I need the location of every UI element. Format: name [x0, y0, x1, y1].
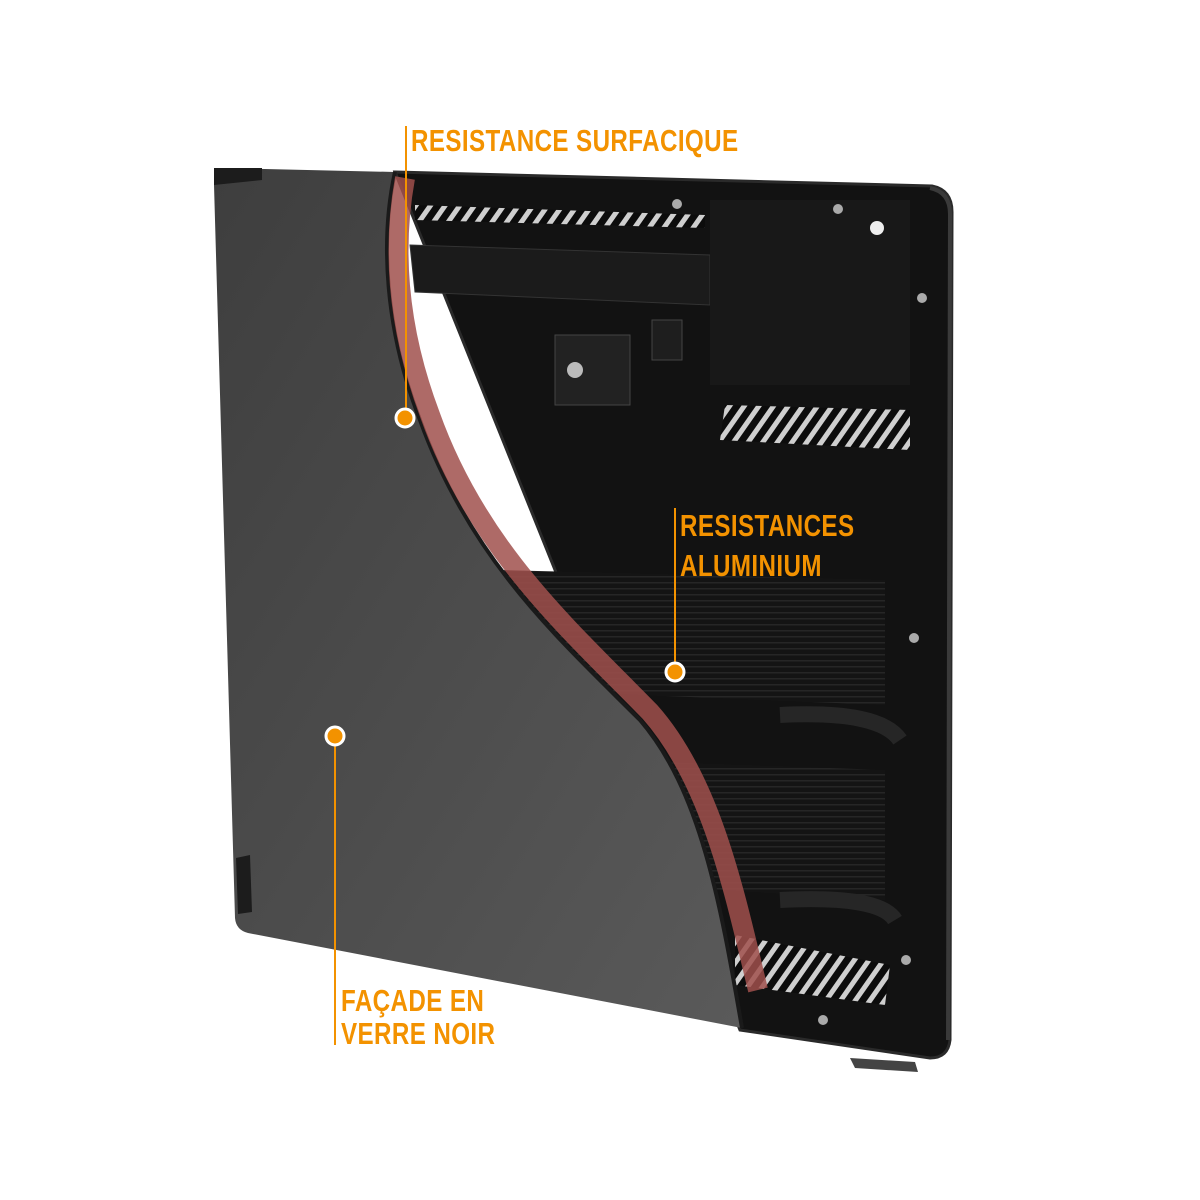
screw — [567, 362, 583, 378]
callout-glass-front: FAÇADE EN VERRE NOIR — [341, 984, 495, 1050]
marker-dot-glass — [324, 725, 346, 747]
glass-edge — [385, 171, 744, 1029]
bottom-grill — [735, 935, 890, 1005]
callout-line: FAÇADE EN — [341, 983, 485, 1018]
marker-dot-aluminium — [664, 661, 686, 683]
corner-bottom-left — [236, 855, 252, 914]
pipe-upper — [779, 706, 907, 746]
frame-right-edge — [929, 186, 953, 1041]
top-grill — [415, 205, 705, 228]
glass-front-panel — [214, 168, 742, 1028]
foot — [850, 1058, 918, 1072]
callout-aluminium-resistances: RESISTANCES ALUMINIUM — [680, 506, 854, 586]
bracket-small — [651, 319, 683, 361]
bracket — [554, 334, 631, 406]
corner-top-left — [214, 168, 262, 185]
callout-line: VERRE NOIR — [341, 1016, 496, 1051]
screws — [672, 199, 927, 1025]
pipe-lower — [779, 891, 902, 925]
callout-line: ALUMINIUM — [680, 548, 822, 583]
marker-dot-surface — [394, 407, 416, 429]
mid-grill — [720, 405, 910, 450]
callout-surface-resistance: RESISTANCE SURFACIQUE — [411, 124, 738, 158]
surface-resistance-strip — [388, 176, 768, 993]
callout-line: RESISTANCES — [680, 508, 855, 543]
callout-line: RESISTANCE SURFACIQUE — [411, 123, 739, 158]
